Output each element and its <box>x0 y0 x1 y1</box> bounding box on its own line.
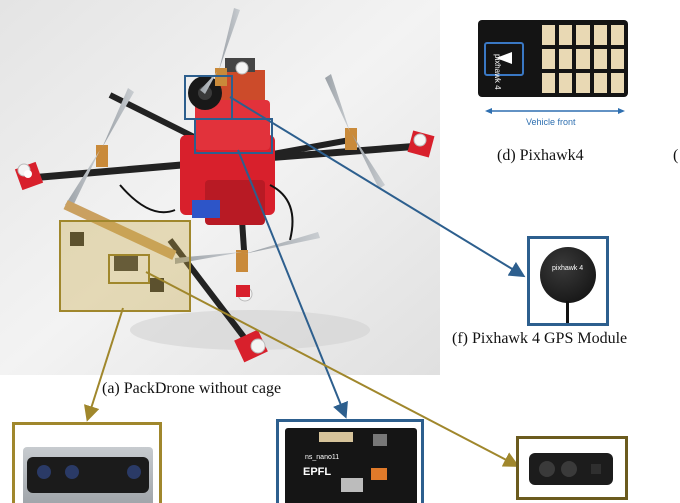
jetson-board: ns_nano11 EPFL <box>285 428 417 503</box>
pixhawk4-image: pixhawk 4 <box>478 20 628 97</box>
jetson-sublabel: ns_nano11 <box>305 454 340 461</box>
epfl-label: EPFL <box>303 466 332 478</box>
pixhawk-connectors <box>542 25 624 93</box>
caption-a: (a) PackDrone without cage <box>102 380 282 397</box>
gps-highlight-box <box>184 75 233 120</box>
depth-camera-body <box>23 447 153 503</box>
gps-cable <box>566 301 569 323</box>
jetson-board-frame: ns_nano11 EPFL <box>276 419 424 503</box>
vehicle-front-label: Vehicle front <box>526 117 576 127</box>
caption-next-partial: ( <box>673 147 679 164</box>
rangefinder-highlight-box <box>108 254 150 284</box>
vehicle-front-arrow <box>485 108 625 114</box>
pixhawk-arrow-icon <box>496 52 512 64</box>
rangefinder-body <box>529 453 613 485</box>
gps-module-frame: pixhawk 4 <box>527 236 609 326</box>
gps-puck-label: pixhawk 4 <box>552 265 584 272</box>
caption-f: (f) Pixhawk 4 GPS Module <box>452 330 628 347</box>
depth-camera-frame <box>12 422 162 503</box>
flight-controller-highlight-box <box>194 118 273 154</box>
rangefinder-frame <box>516 436 628 500</box>
pixhawk-arrow-frame <box>484 42 524 76</box>
gps-puck <box>540 247 596 303</box>
pixhawk-board-label: pixhawk 4 <box>493 54 502 90</box>
caption-d: (d) Pixhawk4 <box>497 147 584 164</box>
drone-photo <box>0 0 440 375</box>
